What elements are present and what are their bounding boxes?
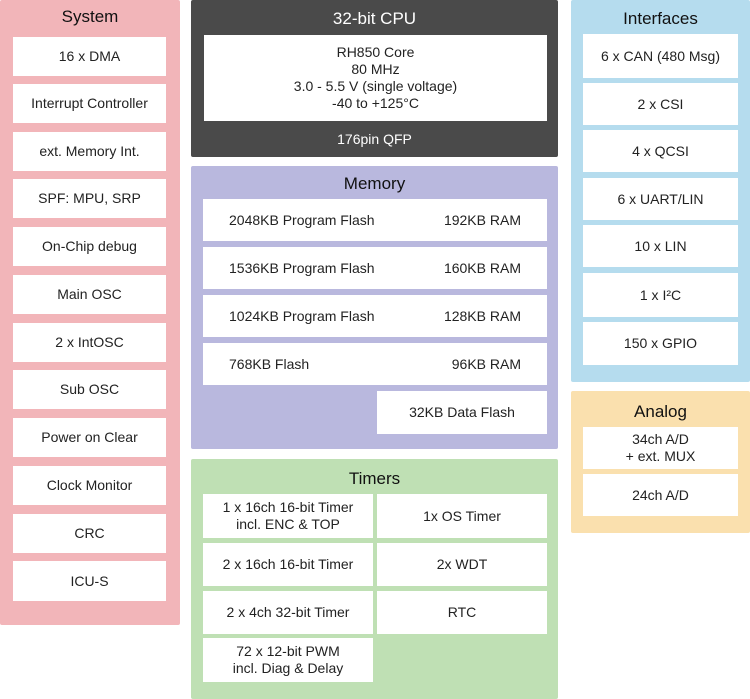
memory-panel: Memory 2048KB Program Flash 192KB RAM 15… [191, 166, 558, 449]
analog-line: + ext. MUX [625, 448, 696, 464]
memory-row: 2048KB Program Flash 192KB RAM [203, 199, 547, 241]
system-item: 16 x DMA [13, 37, 166, 76]
analog-line: 34ch A/D [632, 431, 689, 447]
timer-box: RTC [377, 591, 547, 634]
timer-line: incl. ENC & TOP [236, 516, 340, 532]
cpu-spec-line: -40 to +125°C [332, 95, 419, 111]
cpu-spec-line: 3.0 - 5.5 V (single voltage) [293, 78, 458, 94]
system-item: ext. Memory Int. [13, 132, 166, 171]
cpu-panel: 32-bit CPU RH850 Core 80 MHz 3.0 - 5.5 V… [191, 0, 558, 157]
timer-box: 2 x 4ch 32-bit Timer [203, 591, 373, 634]
system-title: System [61, 7, 119, 26]
flash-size: 2048KB Program Flash [229, 211, 375, 228]
system-item: Sub OSC [13, 370, 166, 409]
interfaces-title: Interfaces [623, 9, 698, 28]
timer-line: incl. Diag & Delay [232, 660, 344, 676]
analog-item: 34ch A/D + ext. MUX [583, 427, 738, 469]
ram-size: 128KB RAM [443, 307, 521, 324]
analog-title: Analog [634, 402, 687, 421]
flash-size: 768KB Flash [229, 355, 310, 372]
timer-line: 72 x 12-bit PWM [236, 643, 340, 659]
timer-box: 1 x 16ch 16-bit Timer incl. ENC & TOP [203, 494, 373, 538]
system-item: On-Chip debug [13, 227, 166, 266]
system-item: Power on Clear [13, 418, 166, 457]
flash-size: 1024KB Program Flash [229, 307, 375, 324]
interface-item: 6 x CAN (480 Msg) [583, 34, 738, 78]
timer-box: 72 x 12-bit PWM incl. Diag & Delay [203, 638, 373, 682]
data-flash-box: 32KB Data Flash [377, 391, 547, 434]
cpu-spec-box: RH850 Core 80 MHz 3.0 - 5.5 V (single vo… [204, 35, 547, 121]
cpu-title: 32-bit CPU [332, 9, 417, 28]
cpu-package: 176pin QFP [337, 131, 412, 147]
timers-title: Timers [348, 469, 401, 488]
system-item: Main OSC [13, 275, 166, 314]
system-panel: System 16 x DMA Interrupt Controller ext… [0, 0, 180, 625]
memory-row: 1024KB Program Flash 128KB RAM [203, 295, 547, 337]
cpu-spec-line: 80 MHz [351, 61, 400, 77]
system-item: ICU-S [13, 561, 166, 601]
analog-item: 24ch A/D [583, 474, 738, 516]
system-item: CRC [13, 514, 166, 553]
interface-item: 2 x CSI [583, 83, 738, 125]
memory-row: 768KB Flash 96KB RAM [203, 343, 547, 385]
timers-panel: Timers 1 x 16ch 16-bit Timer incl. ENC &… [191, 459, 558, 699]
timer-box: 1x OS Timer [377, 494, 547, 538]
interface-item: 6 x UART/LIN [583, 178, 738, 220]
system-item: 2 x IntOSC [13, 323, 166, 362]
analog-panel: Analog 34ch A/D + ext. MUX 24ch A/D [571, 391, 750, 533]
flash-size: 1536KB Program Flash [229, 259, 375, 276]
interface-item: 150 x GPIO [583, 322, 738, 365]
timer-box: 2x WDT [377, 543, 547, 586]
interface-item: 10 x LIN [583, 225, 738, 267]
ram-size: 160KB RAM [443, 259, 521, 276]
ram-size: 96KB RAM [451, 355, 521, 372]
memory-title: Memory [343, 174, 406, 193]
interface-item: 1 x I²C [583, 273, 738, 317]
system-item: Clock Monitor [13, 466, 166, 505]
interfaces-panel: Interfaces 6 x CAN (480 Msg) 2 x CSI 4 x… [571, 0, 750, 382]
cpu-spec-line: RH850 Core [336, 44, 415, 60]
system-item: Interrupt Controller [13, 84, 166, 123]
timer-line: 1 x 16ch 16-bit Timer [222, 499, 354, 515]
ram-size: 192KB RAM [443, 211, 521, 228]
system-item: SPF: MPU, SRP [13, 179, 166, 218]
timer-box: 2 x 16ch 16-bit Timer [203, 543, 373, 586]
interface-item: 4 x QCSI [583, 130, 738, 172]
memory-row: 1536KB Program Flash 160KB RAM [203, 247, 547, 289]
